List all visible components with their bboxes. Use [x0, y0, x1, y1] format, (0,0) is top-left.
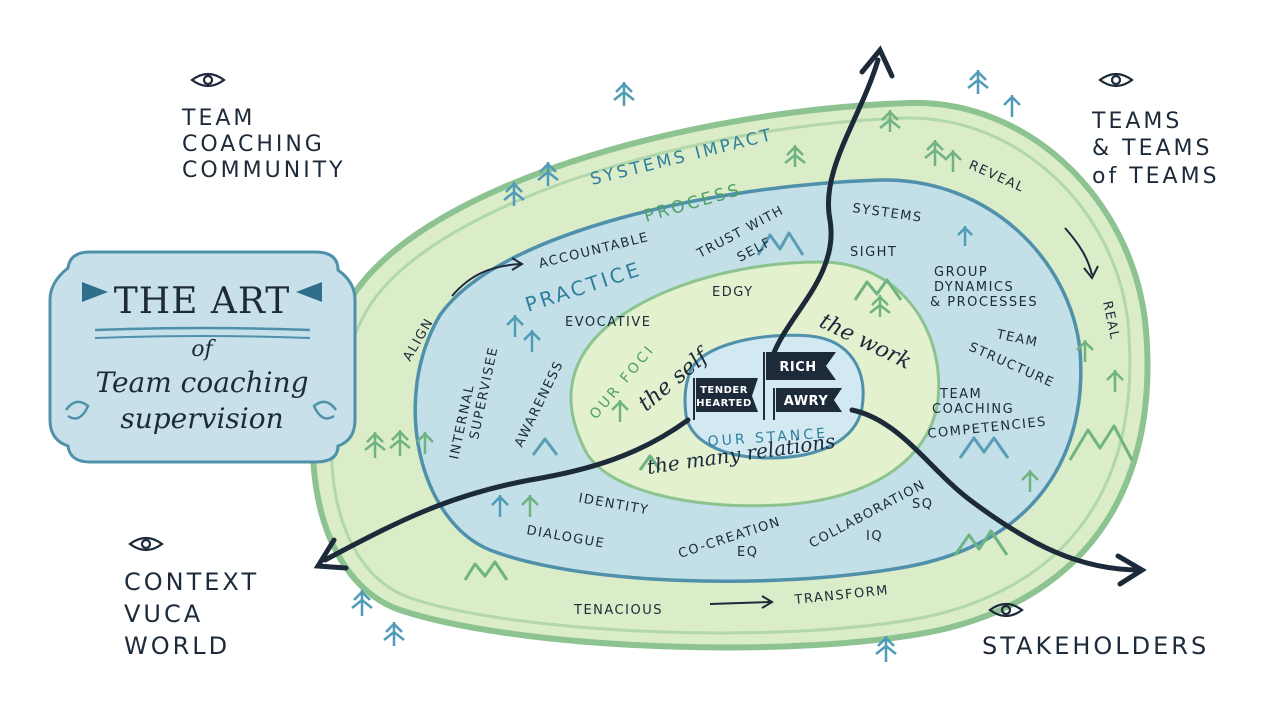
tree-icon — [491, 495, 509, 517]
tree-icon — [613, 82, 635, 106]
mountain-icon — [756, 231, 805, 256]
tree-icon — [389, 430, 411, 456]
flag-left-icon — [82, 282, 108, 302]
path-to-stakeholders — [849, 407, 1143, 573]
group-label: GROUP — [934, 265, 988, 280]
tenacious-label: TENACIOUS — [573, 603, 663, 618]
plaque-rule — [94, 335, 311, 339]
plaque-flourish — [64, 400, 90, 420]
corner-bottom-right: STAKEHOLDERS — [982, 632, 1209, 660]
path-to-context — [322, 417, 691, 563]
tree-icon — [416, 432, 434, 454]
flag-rich — [766, 352, 836, 380]
sq-label: SQ — [912, 497, 933, 512]
corner-top-right-line3: of TEAMS — [1092, 164, 1220, 189]
flag-awry-text: AWRY — [784, 394, 829, 409]
mountain-icon — [853, 278, 903, 301]
tree-icon — [957, 226, 973, 246]
flag-awry — [776, 388, 842, 412]
mountain-icon — [958, 436, 1010, 459]
corner-labels: TEAM COACHING COMMUNITY TEAMS & TEAMS of… — [124, 106, 1220, 660]
flag-tender-line1: TENDER — [700, 385, 748, 396]
arrow-head-right-icon — [1115, 553, 1147, 587]
corner-top-right-line2: & TEAMS — [1092, 136, 1212, 161]
tree-icon — [611, 400, 629, 422]
plaque-rule — [94, 326, 311, 332]
tree-icon — [869, 295, 891, 317]
arrow-head-up-icon — [859, 45, 895, 79]
outer-ring-inner-edge — [330, 116, 1132, 635]
tree-icon — [523, 330, 541, 352]
tree-icon — [503, 182, 525, 206]
corner-bottom-left-line1: CONTEXT — [124, 568, 259, 596]
tenacious-arrow — [709, 601, 771, 605]
eye-icon — [190, 72, 226, 88]
tree-icon — [784, 145, 806, 167]
plaque-title-line4: supervision — [120, 402, 283, 435]
flag-right-icon — [296, 282, 322, 302]
tcc-line1: TEAM — [939, 387, 982, 402]
mountain-icon — [531, 437, 559, 456]
tree-icon — [1076, 340, 1094, 362]
tree-icon — [521, 495, 539, 517]
mountain-icon — [1068, 424, 1134, 461]
flag-rich-text: RICH — [779, 360, 816, 375]
plaque-title-line2: of — [191, 337, 216, 362]
flag-tender-line2: HEARTED — [696, 398, 752, 409]
arrow-head-icon — [761, 595, 774, 609]
mountain-icon — [638, 454, 662, 471]
arrow-head-icon — [511, 257, 524, 271]
align-arrow — [451, 263, 521, 297]
tree-icon — [537, 162, 559, 186]
tree-icon — [1106, 370, 1124, 392]
corner-bottom-left-line3: WORLD — [124, 632, 230, 660]
corner-top-right-line1: TEAMS — [1091, 109, 1182, 134]
corner-top-left-line1: TEAM — [181, 106, 255, 131]
iq-label: IQ — [866, 529, 883, 544]
tree-icon — [967, 70, 989, 94]
tree-icon — [875, 636, 897, 662]
tree-icon — [1003, 95, 1021, 117]
tree-icon — [944, 150, 962, 172]
mountain-icon — [463, 560, 509, 581]
corner-top-left-line3: COMMUNITY — [182, 158, 346, 183]
plaque-background — [48, 250, 357, 464]
ink-paths — [313, 45, 1147, 587]
eye-icon — [1098, 72, 1134, 88]
tree-icon — [351, 590, 373, 616]
corner-eye-icons — [128, 72, 1134, 618]
tree-decorations — [351, 70, 1124, 662]
arrow-head-left-icon — [313, 537, 349, 571]
tree-icon — [924, 140, 946, 166]
mountain-icon — [953, 529, 1009, 556]
connector-arrows — [451, 227, 1099, 609]
flag-tender-hearted — [696, 378, 758, 412]
corner-top-left-line2: COACHING — [182, 132, 325, 157]
sight-label: SIGHT — [850, 245, 897, 260]
reveal-arrow — [1064, 227, 1093, 276]
dynamics-label: DYNAMICS — [934, 280, 1014, 295]
mountain-decorations — [463, 231, 1134, 581]
evocative-label: EVOCATIVE — [565, 315, 651, 330]
plaque-flourish — [312, 400, 338, 420]
eye-icon — [128, 536, 164, 552]
tree-icon — [364, 432, 386, 458]
tree-icon — [1021, 470, 1039, 492]
edgy-label: EDGY — [712, 285, 754, 300]
title-plaque: THE ART of Team coaching supervision — [48, 250, 357, 464]
tcc-line2: COACHING — [932, 402, 1014, 417]
plaque-title-line3: Team coaching — [95, 366, 308, 399]
eye-icon — [988, 602, 1024, 618]
arrow-head-icon — [1083, 265, 1099, 280]
corner-bottom-left-line2: VUCA — [124, 600, 203, 628]
center-stance: TENDER HEARTED RICH AWRY OUR STANCE — [693, 352, 842, 450]
tree-icon — [879, 110, 901, 132]
eq-label: EQ — [737, 545, 758, 560]
plaque-title-line1: THE ART — [114, 281, 291, 322]
path-to-teams — [767, 57, 881, 368]
processes-label: & PROCESSES — [930, 295, 1038, 310]
tree-icon — [506, 315, 524, 337]
tree-icon — [383, 622, 405, 646]
